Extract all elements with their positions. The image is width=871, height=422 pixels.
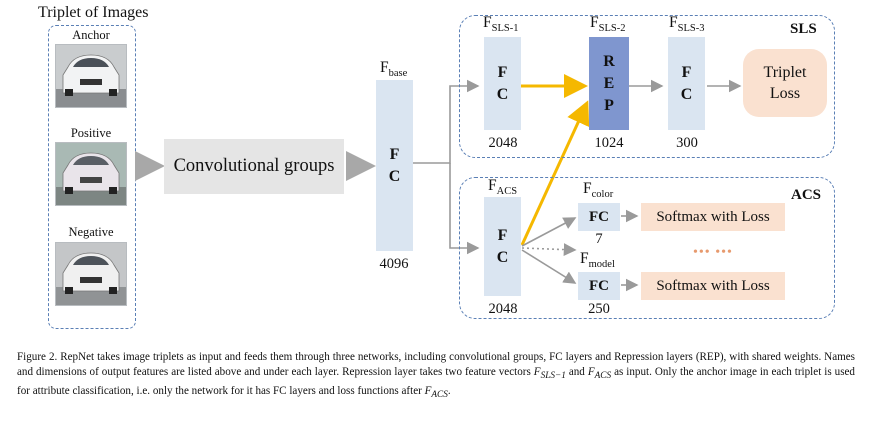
triplet-loss-block: Triplet Loss	[743, 49, 827, 117]
color-fc-layer: FC	[578, 203, 620, 231]
model-fc-layer: FC	[578, 272, 620, 300]
fbase-letter-1: F	[389, 145, 400, 163]
sls2-dim: 1024	[594, 135, 624, 151]
color-label: Fcolor	[583, 180, 614, 201]
convolutional-groups-block: Convolutional groups	[164, 139, 344, 194]
anchor-label: Anchor	[72, 28, 110, 42]
model-label: Fmodel	[580, 250, 615, 271]
caption-var-1-sub: SLS−1	[540, 371, 566, 382]
acs-letter-2: C	[496, 248, 509, 266]
acs-fc-layer: F C	[484, 197, 521, 296]
caption-var-3: F	[424, 385, 432, 398]
arrow-acs-to-middle	[521, 243, 577, 256]
more-branches-dots: ••• •••	[693, 245, 733, 260]
figure-caption: Figure 2. RepNet takes image triplets as…	[17, 350, 855, 403]
caption-var-2-sub: ACS	[594, 371, 612, 382]
caption-var-3-sub: ACS	[431, 390, 448, 401]
sls2-rep-layer: R E P	[589, 37, 629, 130]
positive-label: Positive	[70, 126, 112, 140]
caption-var-1: F	[533, 366, 541, 378]
sls1-label: FSLS-1	[483, 14, 519, 35]
sls3-fc-layer: F C	[668, 37, 705, 130]
sls3-label: FSLS-3	[669, 14, 705, 35]
caption-part-4: .	[447, 385, 451, 398]
sls3-letter-1: F	[681, 63, 692, 81]
acs-title: ACS	[791, 187, 822, 203]
arrow-fbase-to-sls	[413, 79, 480, 164]
sls3-letter-2: C	[680, 85, 693, 103]
arrow-fbase-to-acs	[449, 163, 480, 255]
color-softmax-loss: Softmax with Loss	[641, 203, 785, 231]
rep-letter-2: E	[603, 74, 615, 92]
color-dim: 7	[595, 231, 603, 247]
model-dim: 250	[588, 301, 610, 317]
arrow-acs-to-rep	[520, 100, 590, 246]
sls-title: SLS	[790, 21, 817, 37]
caption-part-2: and	[565, 366, 588, 378]
caption-part-3: as input. Only the anchor image in each …	[17, 366, 855, 398]
fbase-letter-2: C	[388, 167, 401, 185]
fbase-dim: 4096	[379, 256, 409, 272]
positive-car-image	[55, 142, 127, 206]
rep-letter-1: R	[603, 52, 615, 70]
anchor-car-image	[55, 44, 127, 108]
sls1-fc-layer: F C	[484, 37, 521, 130]
rep-letter-3: P	[604, 96, 614, 114]
arrow-acs-to-color	[521, 217, 577, 247]
sls-group	[459, 15, 835, 158]
sls3-dim: 300	[676, 135, 698, 151]
acs-dim: 2048	[488, 301, 518, 317]
caption-var-2: F	[587, 366, 595, 378]
acs-letter-1: F	[497, 226, 508, 244]
negative-label: Negative	[68, 225, 114, 239]
acs-group	[459, 177, 835, 319]
sls1-letter-1: F	[497, 63, 508, 81]
sls1-letter-2: C	[496, 85, 509, 103]
caption-part-1: Figure 2. RepNet takes image triplets as…	[17, 351, 855, 378]
negative-car-image	[55, 242, 127, 306]
triplet-title: Triplet of Images	[38, 4, 149, 21]
sls2-label: FSLS-2	[590, 14, 626, 35]
sls1-dim: 2048	[488, 135, 518, 151]
arrow-acs-to-model	[521, 249, 577, 284]
fbase-fc-layer: F C	[376, 80, 413, 251]
acs-label: FACS	[488, 177, 518, 198]
model-softmax-loss: Softmax with Loss	[641, 272, 785, 300]
connector-layer	[135, 74, 742, 292]
fbase-label: Fbase	[380, 59, 408, 80]
